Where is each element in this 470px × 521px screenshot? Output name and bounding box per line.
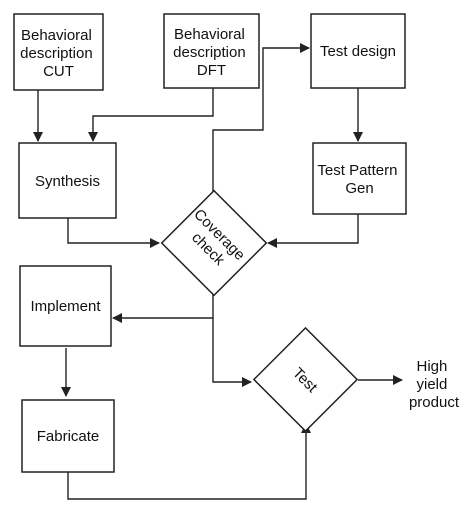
node-test-design: Test design	[310, 13, 406, 89]
edge-dft-to-synthesis	[88, 88, 214, 142]
node-line: description	[173, 44, 246, 61]
node-line: product	[409, 394, 460, 411]
node-label: Fabricate	[37, 428, 100, 445]
edge-coverage-to-implement	[112, 294, 214, 323]
node-line: description	[20, 45, 93, 62]
svg-text:Behavioral description: Behavioral description CUT	[20, 27, 97, 80]
node-label: Test design	[320, 43, 396, 60]
node-fabricate: Fabricate	[21, 399, 115, 473]
node-line: CUT	[43, 63, 74, 80]
node-line: High	[416, 358, 447, 375]
node-line: Behavioral	[21, 27, 92, 44]
node-behavioral-description-cut: Behavioral description CUT	[13, 13, 104, 91]
node-coverage-check: Coverage check	[160, 189, 268, 297]
edge-coverage-to-test	[212, 318, 252, 387]
edges	[33, 43, 403, 500]
svg-text:High yield product: High yield product	[409, 358, 460, 411]
node-test-pattern-gen: Test Pattern Gen	[312, 142, 407, 215]
node-line: Test Pattern	[317, 162, 397, 179]
svg-text:Test Pattern Gen: Test Pattern Gen	[317, 162, 401, 197]
node-behavioral-description-dft: Behavioral description DFT	[163, 13, 260, 89]
svg-text:Behavioral description: Behavioral description DFT	[173, 26, 250, 79]
node-line: yield	[416, 376, 447, 393]
edge-fabricate-to-test	[67, 423, 311, 500]
node-synthesis: Synthesis	[18, 142, 117, 219]
node-label: Synthesis	[35, 173, 100, 190]
node-line: DFT	[197, 62, 226, 79]
edge-pattern-gen-to-coverage	[267, 214, 359, 248]
node-implement: Implement	[19, 265, 112, 347]
node-line: Behavioral	[174, 26, 245, 43]
node-line: Gen	[345, 180, 373, 197]
node-label: Implement	[30, 298, 101, 315]
node-high-yield-product: High yield product	[409, 358, 460, 411]
node-test: Test	[252, 326, 359, 433]
edge-coverage-to-test-design	[212, 43, 310, 192]
edge-synthesis-to-coverage	[67, 218, 160, 248]
